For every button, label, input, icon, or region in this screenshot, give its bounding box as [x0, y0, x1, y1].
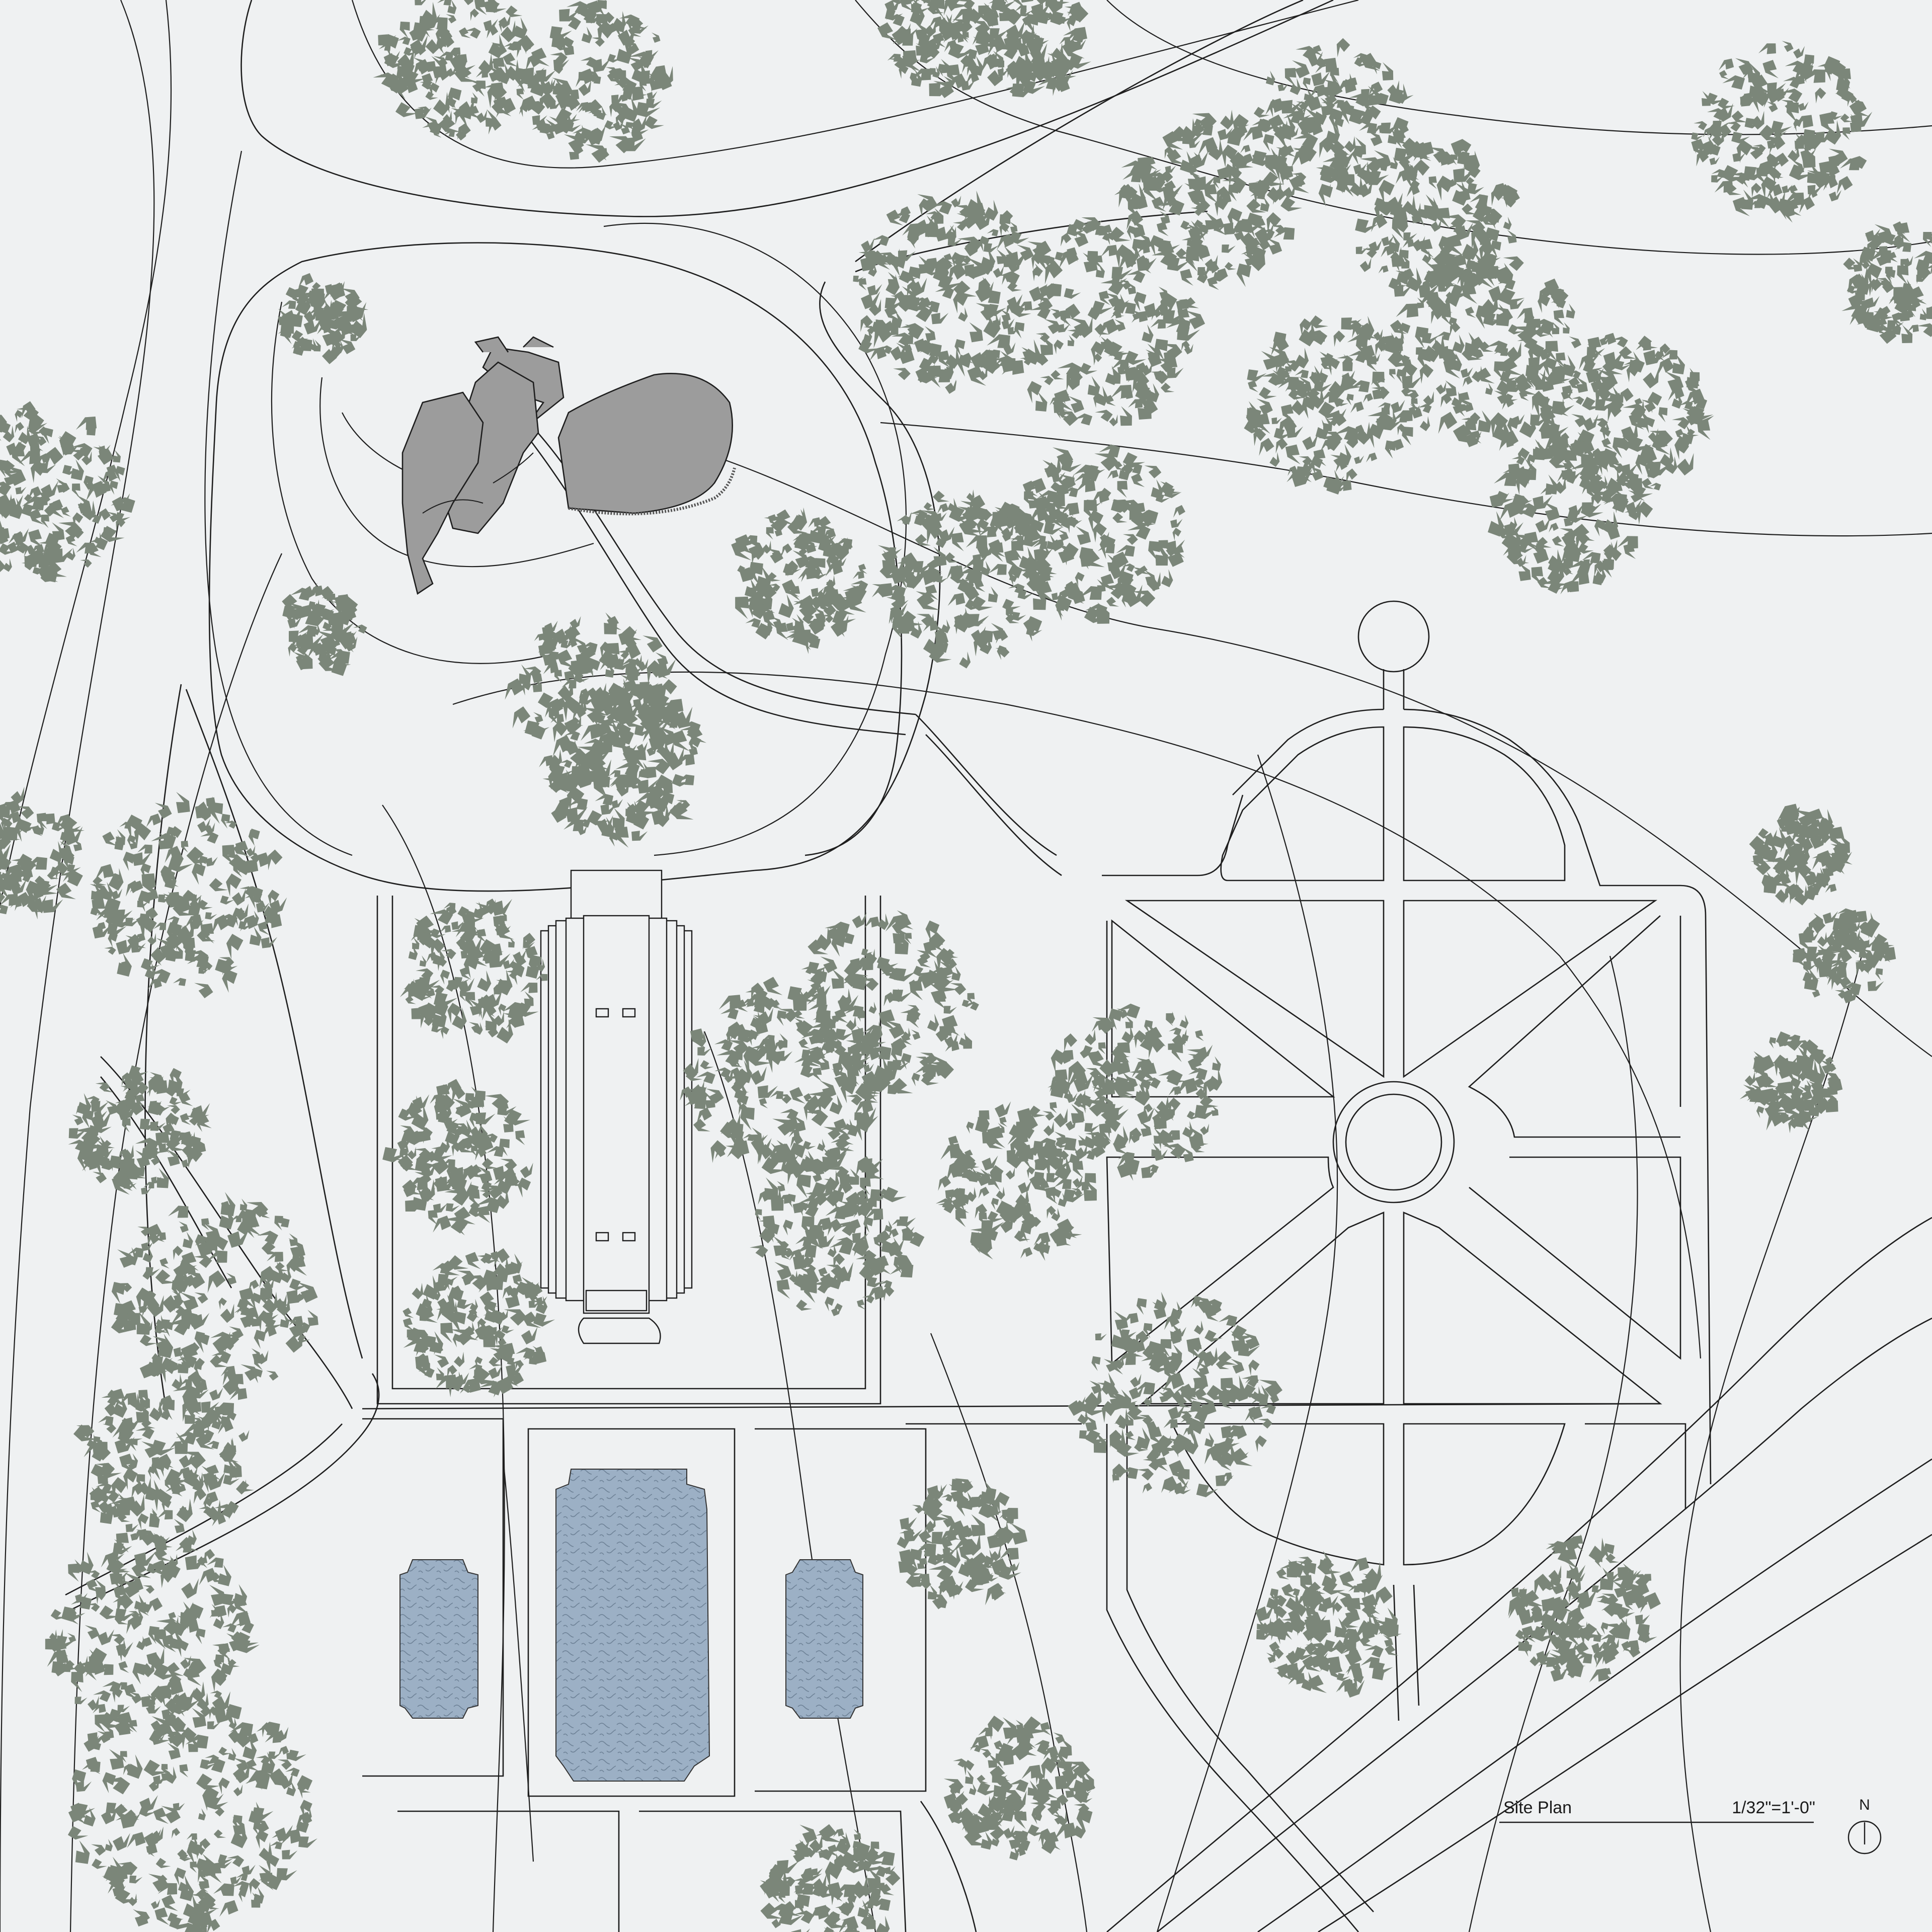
tree-canopy: [1749, 803, 1853, 906]
tree-canopy: [1381, 253, 1582, 451]
tree-canopy: [1068, 1292, 1283, 1497]
pavilion-building: [401, 336, 736, 595]
tree-canopy: [68, 1065, 212, 1195]
tree-canopy: [90, 791, 287, 999]
reflecting-pools: [399, 1469, 863, 1782]
tree-canopy: [992, 217, 1205, 427]
tree-canopy: [1841, 221, 1932, 344]
tree-canopy: [1354, 137, 1520, 308]
plan-title: Site Plan: [1503, 1798, 1572, 1817]
tree-canopy: [731, 507, 868, 654]
tree-canopy: [1255, 1551, 1402, 1698]
tree-canopy: [111, 1192, 318, 1401]
tree-canopy: [0, 786, 85, 920]
north-arrow-icon: N: [1847, 1797, 1882, 1855]
tree-canopy: [1005, 444, 1186, 624]
north-label: N: [1859, 1797, 1870, 1813]
tree-canopy: [853, 190, 1048, 394]
tree-canopy: [539, 683, 707, 848]
tree-canopy: [73, 1371, 254, 1552]
tree-canopy: [0, 401, 135, 583]
tree-canopy: [935, 1101, 1097, 1261]
tree-canopy: [1244, 315, 1419, 495]
tree-canopy: [1114, 110, 1303, 290]
tree-canopy: [877, 0, 1009, 98]
tree-canopy: [373, 0, 541, 141]
tree-canopy: [943, 1715, 1095, 1861]
tree-canopy: [871, 489, 1055, 669]
tree-canopy: [1793, 908, 1896, 1004]
tree-canopy: [278, 273, 369, 364]
tree-canopy: [517, 0, 673, 163]
tree-canopy: [750, 1146, 925, 1317]
tree-canopy: [382, 1079, 533, 1236]
main-hall-building: [540, 869, 693, 1344]
tree-canopy: [897, 1478, 1027, 1609]
plan-scale: 1/32"=1'-0": [1732, 1798, 1815, 1817]
tree-canopy: [1048, 1003, 1223, 1181]
pool-right: [785, 1559, 863, 1719]
tree-canopy: [1252, 38, 1414, 207]
tree-canopy: [403, 1248, 555, 1398]
tree-canopy: [1739, 1031, 1843, 1134]
tree-canopy: [1488, 432, 1653, 595]
pool-center: [555, 1469, 710, 1782]
tree-canopy: [972, 0, 1091, 98]
tree-canopy: [1691, 41, 1873, 223]
tree-canopy: [399, 898, 548, 1043]
central-lawn-frame: [362, 896, 1661, 1932]
tree-canopy: [282, 583, 367, 676]
formal-garden-paths: [1102, 600, 1712, 1932]
tree-canopy: [67, 1685, 318, 1932]
tree-canopy: [680, 977, 884, 1175]
pool-left: [399, 1559, 478, 1719]
title-block: Site Plan 1/32"=1'-0" N: [1499, 1797, 1882, 1855]
tree-canopy: [1508, 1534, 1661, 1682]
tree-canopy: [760, 1824, 901, 1932]
